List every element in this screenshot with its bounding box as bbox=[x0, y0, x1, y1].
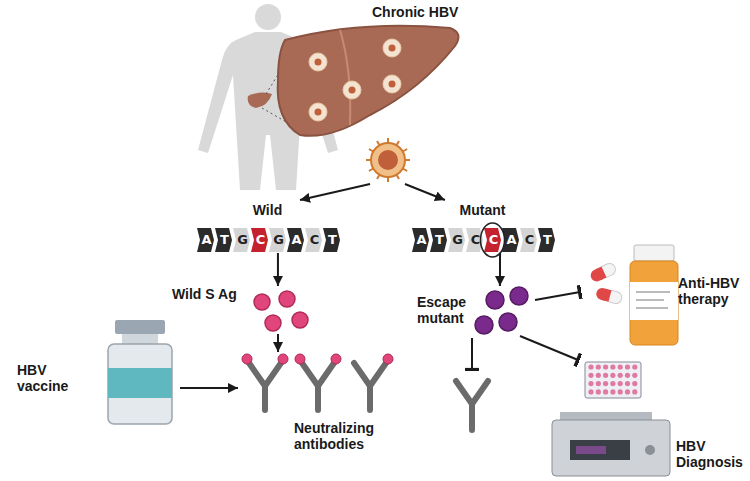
diagnosis-group: HBV Diagnosis bbox=[548, 360, 746, 478]
nucleotide-letter: A bbox=[288, 228, 305, 252]
liver bbox=[278, 26, 459, 136]
inhibition-connector bbox=[520, 336, 578, 360]
nucleotide-letter: A bbox=[413, 228, 430, 252]
plate-wells bbox=[588, 364, 637, 394]
unbound-antibody bbox=[456, 381, 488, 430]
hbv-virion bbox=[366, 138, 410, 182]
nucleotide-letter: C bbox=[521, 228, 538, 252]
node-label: Escape mutant bbox=[417, 294, 479, 326]
wild-s-antigen bbox=[254, 291, 308, 331]
therapy-group: Anti-HBV therapy bbox=[580, 243, 746, 348]
node-label: Wild bbox=[195, 202, 340, 218]
antibody-group: Neutralizing antibodies bbox=[238, 352, 392, 458]
nucleotide-letter: G bbox=[234, 228, 251, 252]
arrow-connector bbox=[180, 387, 238, 389]
nucleotide-letter: T bbox=[539, 228, 556, 252]
nucleotide-letter: T bbox=[324, 228, 341, 252]
vaccine-group: HBV vaccine bbox=[15, 318, 180, 428]
escape-mutant-antigen bbox=[475, 287, 528, 334]
nucleotide-letter: A bbox=[503, 228, 520, 252]
nucleotide-letter: G bbox=[449, 228, 466, 252]
node-label: HBV Diagnosis bbox=[676, 438, 746, 470]
inhibition-connector bbox=[535, 292, 580, 300]
arrow-connector bbox=[405, 184, 445, 200]
infected-spots bbox=[309, 39, 401, 121]
arrow-connector bbox=[499, 253, 501, 286]
node-label: Mutant bbox=[410, 202, 555, 218]
inhibition-line bbox=[471, 338, 473, 370]
diagnostic-machine bbox=[552, 412, 670, 476]
nucleotide-letter: C bbox=[252, 228, 269, 252]
pills bbox=[589, 261, 623, 304]
nucleotide-letter: C bbox=[485, 228, 502, 252]
nucleotide-letter: T bbox=[431, 228, 448, 252]
nucleotide-letter: T bbox=[216, 228, 233, 252]
node-label: Wild S Ag bbox=[172, 286, 250, 302]
nucleotide-letter: C bbox=[467, 228, 484, 252]
dna-sequence bbox=[197, 228, 555, 252]
mutation-circle bbox=[481, 223, 505, 257]
small-liver bbox=[248, 92, 272, 108]
nucleotide-letter: G bbox=[270, 228, 287, 252]
vaccine-vial bbox=[108, 320, 172, 424]
human-figure bbox=[198, 32, 338, 190]
node-label: Neutralizing antibodies bbox=[294, 420, 392, 452]
node-label: Anti-HBV therapy bbox=[678, 275, 746, 307]
bound-antigen bbox=[242, 354, 393, 364]
node-label: HBV vaccine bbox=[17, 362, 89, 394]
arrow-connector bbox=[277, 253, 279, 286]
infected-liver: Chronic HBV bbox=[268, 2, 462, 184]
node-label: Chronic HBV bbox=[372, 4, 462, 20]
pill-bottle bbox=[630, 245, 678, 345]
arrow-connector bbox=[300, 184, 370, 200]
figure-head bbox=[255, 4, 281, 30]
antigen-group: Wild S Ag bbox=[172, 286, 312, 334]
arrow-connector bbox=[277, 334, 279, 352]
escape-mutant-group: Escape mutant bbox=[415, 286, 535, 336]
liver-lobe-line bbox=[340, 30, 350, 125]
nucleotide-letter: C bbox=[306, 228, 323, 252]
elisa-plate bbox=[585, 362, 641, 398]
nucleotide-letter: A bbox=[198, 228, 215, 252]
antibodies bbox=[249, 363, 386, 410]
